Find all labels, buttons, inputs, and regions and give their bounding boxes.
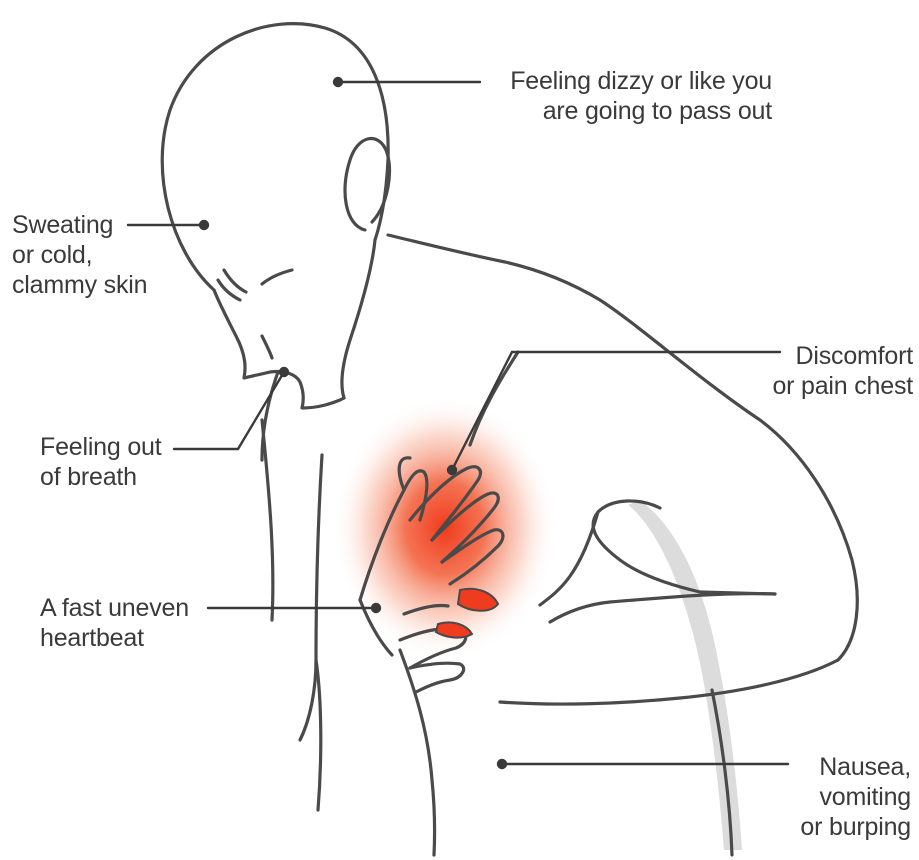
leader-breath-dot (280, 368, 288, 376)
label-nausea: Nausea, vomiting or burping (800, 752, 911, 842)
nostril (262, 336, 272, 358)
leader-heartbeat-dot (372, 604, 380, 612)
leader-sweating-dot (200, 221, 208, 229)
leader-chest-dot (448, 466, 456, 474)
side-torso (316, 660, 321, 810)
label-sweating: Sweating or cold, clammy skin (12, 210, 147, 300)
lower-finger-1 (410, 663, 464, 692)
label-out-of-breath: Feeling out of breath (40, 432, 162, 492)
head-outline (162, 24, 388, 290)
label-chest-pain: Discomfort or pain chest (772, 341, 913, 401)
back-shadow (628, 500, 742, 850)
leader-dizzy-dot (334, 78, 342, 86)
brow-wrinkle-2 (224, 270, 246, 292)
brow-wrinkle-1 (218, 280, 240, 300)
eye (262, 270, 292, 284)
forearm-top (550, 594, 775, 622)
face-profile (214, 290, 344, 408)
label-dizzy: Feeling dizzy or like you are going to p… (510, 66, 772, 126)
label-heartbeat: A fast uneven heartbeat (40, 593, 189, 653)
arm-underside (500, 660, 838, 704)
leader-nausea-dot (498, 760, 506, 768)
belly-front (400, 650, 435, 855)
neck-back (342, 240, 375, 398)
